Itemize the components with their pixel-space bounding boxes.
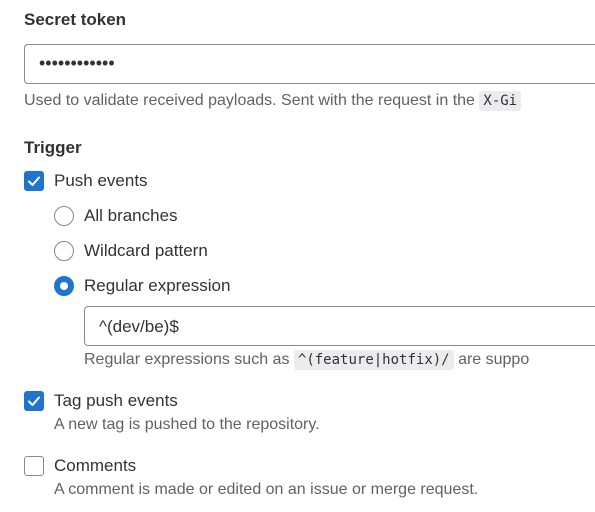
push-events-label: Push events [54, 171, 148, 190]
secret-token-input[interactable]: •••••••••••• [24, 44, 595, 84]
regex-pattern-input[interactable]: ^(dev/be)$ [84, 306, 595, 346]
tag-push-events-checkbox[interactable] [24, 391, 44, 411]
checkmark-icon [28, 396, 40, 406]
regex-help-suffix: are suppo [458, 351, 530, 368]
all-branches-label: All branches [84, 206, 178, 225]
secret-token-masked-value: •••••••••••• [39, 53, 115, 73]
tag-push-events-description: A new tag is pushed to the repository. [54, 416, 320, 433]
push-events-checkbox[interactable] [24, 171, 44, 191]
trigger-heading: Trigger [24, 138, 82, 157]
secret-token-label: Secret token [24, 10, 127, 29]
regex-help-text: Regular expressions such as [84, 351, 290, 368]
regular-expression-label: Regular expression [84, 276, 231, 295]
comments-description: A comment is made or edited on an issue … [54, 481, 479, 498]
secret-token-header-code: X-Gi [479, 91, 522, 111]
wildcard-pattern-radio[interactable] [54, 241, 74, 261]
comments-checkbox[interactable] [24, 456, 44, 476]
regular-expression-radio[interactable] [54, 276, 74, 296]
secret-token-help: Used to validate received payloads. Sent… [24, 91, 522, 111]
secret-token-help-text: Used to validate received payloads. Sent… [24, 92, 475, 109]
tag-push-events-label: Tag push events [54, 391, 178, 410]
checkmark-icon [28, 176, 40, 186]
regex-pattern-value: ^(dev/be)$ [99, 317, 179, 336]
comments-label: Comments [54, 456, 137, 475]
all-branches-radio[interactable] [54, 206, 74, 226]
wildcard-pattern-label: Wildcard pattern [84, 241, 208, 260]
regex-help: Regular expressions such as ^(feature|ho… [84, 350, 530, 370]
regex-example-code: ^(feature|hotfix)/ [293, 350, 454, 370]
